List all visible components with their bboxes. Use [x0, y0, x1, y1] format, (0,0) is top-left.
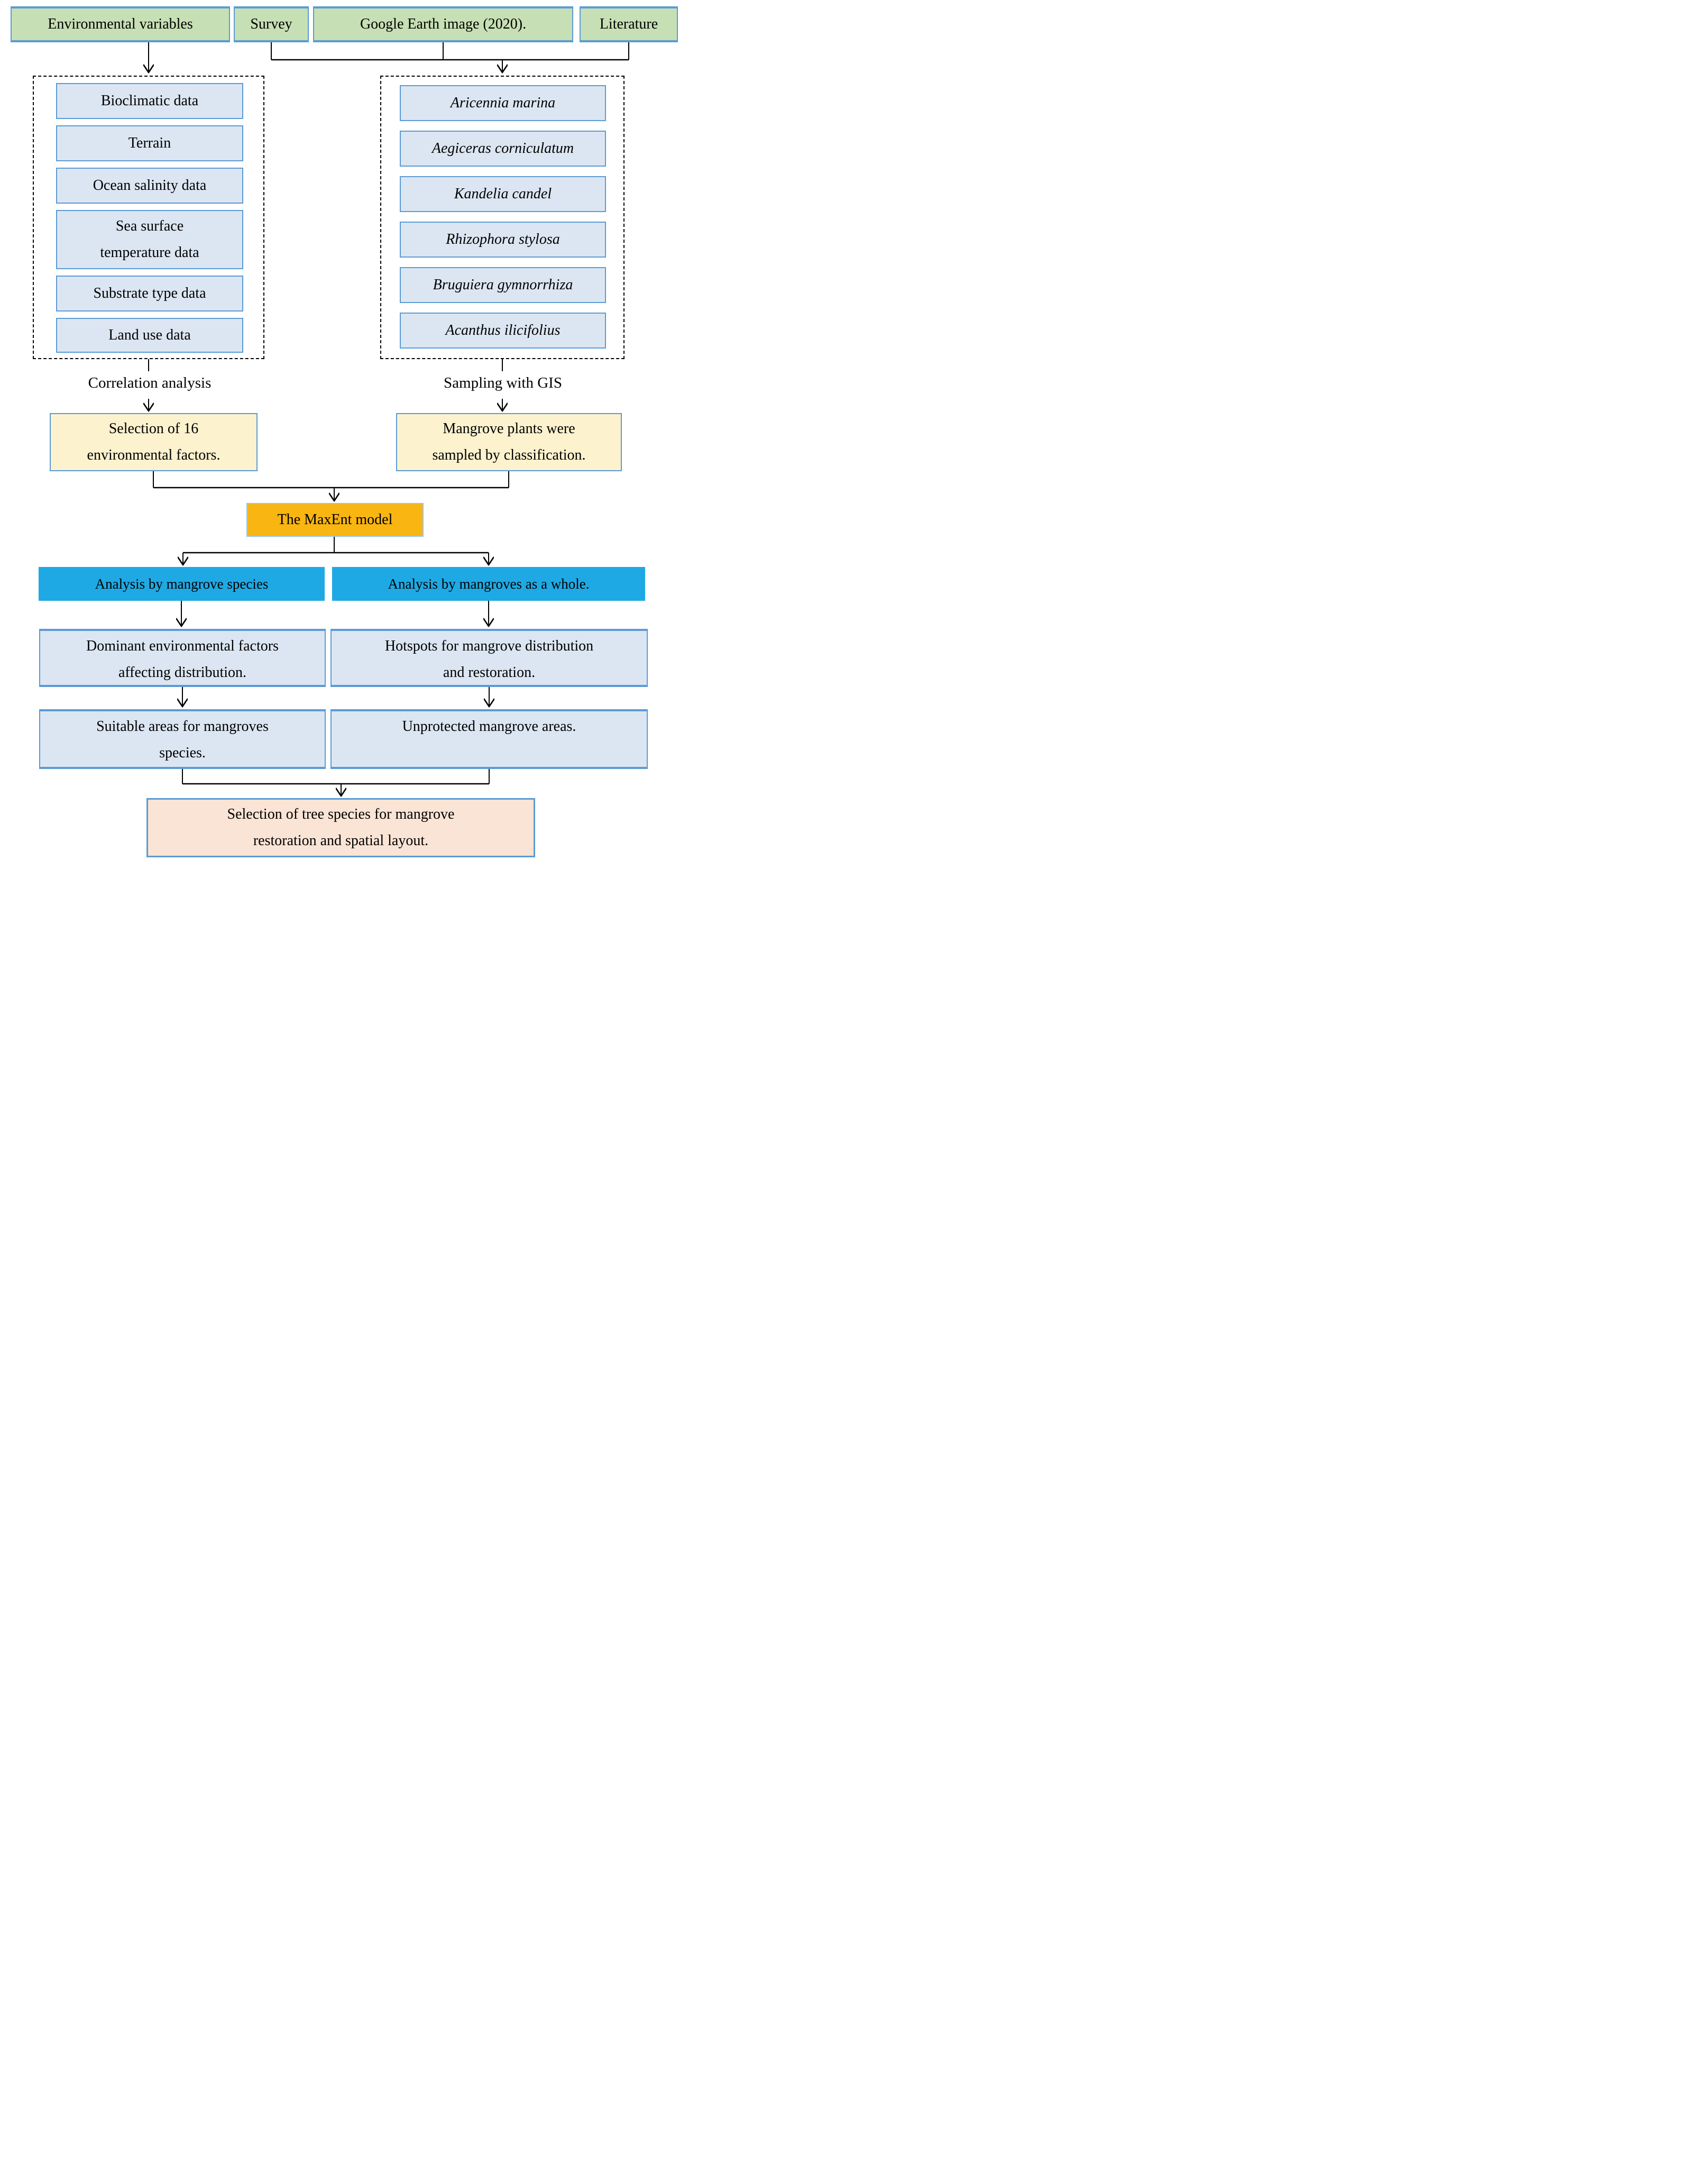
source-label-google-earth: Google Earth image (2020).: [360, 16, 527, 32]
selection-factors-box: Selection of 16 environmental factors.: [50, 413, 258, 471]
species-group: [380, 76, 625, 359]
branch-by-species-label: Analysis by mangrove species: [95, 575, 269, 592]
species-label-aegiceras-corniculatum: Aegiceras corniculatum: [431, 140, 574, 157]
outcome-suitable-areas-box: Suitable areas for mangroves species.: [39, 709, 326, 769]
env-item-substrate-type: Substrate type data: [56, 276, 243, 312]
species-item-aegiceras-corniculatum: Aegiceras corniculatum: [400, 131, 606, 167]
species-item-kandelia-candel: Kandelia candel: [400, 176, 606, 212]
correlation-analysis-label: Correlation analysis: [88, 374, 212, 391]
source-box-literature: Literature: [580, 6, 678, 42]
branch-by-species-box: Analysis by mangrove species: [39, 567, 325, 601]
outcome-unprotected-areas-box: Unprotected mangrove areas.: [330, 709, 648, 769]
outcome-dominant-factors-box: Dominant environmental factors affecting…: [39, 629, 326, 687]
final-selection-box: Selection of tree species for mangrove r…: [146, 798, 535, 857]
species-item-acanthus-ilicifolius: Acanthus ilicifolius: [400, 313, 606, 349]
branch-as-whole-box: Analysis by mangroves as a whole.: [332, 567, 645, 601]
branch-as-whole-label: Analysis by mangroves as a whole.: [388, 575, 590, 592]
environmental-data-group: [33, 76, 264, 359]
env-item-sea-surface-temperature: Sea surface temperature data: [56, 210, 243, 269]
species-label-acanthus-ilicifolius: Acanthus ilicifolius: [445, 322, 561, 338]
species-label-aricennia-marina: Aricennia marina: [450, 94, 556, 111]
sampled-classification-box: Mangrove plants were sampled by classifi…: [396, 413, 622, 471]
species-item-rhizophora-stylosa: Rhizophora stylosa: [400, 222, 606, 258]
maxent-model-label: The MaxEnt model: [277, 511, 393, 528]
species-label-kandelia-candel: Kandelia candel: [454, 185, 552, 202]
env-item-bioclimatic: Bioclimatic data: [56, 83, 243, 119]
source-box-survey: Survey: [234, 6, 309, 42]
flowchart-canvas: Environmental variables Survey Google Ea…: [0, 0, 683, 864]
env-item-terrain: Terrain: [56, 125, 243, 161]
species-item-aricennia-marina: Aricennia marina: [400, 85, 606, 121]
maxent-model-box: The MaxEnt model: [246, 503, 424, 537]
species-item-bruguiera-gymnorrhiza: Bruguiera gymnorrhiza: [400, 267, 606, 303]
source-box-google-earth: Google Earth image (2020).: [313, 6, 573, 42]
species-label-bruguiera-gymnorrhiza: Bruguiera gymnorrhiza: [433, 276, 573, 293]
outcome-hotspots-box: Hotspots for mangrove distribution and r…: [330, 629, 648, 687]
source-box-environmental-variables: Environmental variables: [11, 6, 230, 42]
source-label-environmental-variables: Environmental variables: [48, 16, 193, 32]
env-item-land-use: Land use data: [56, 318, 243, 353]
env-item-ocean-salinity: Ocean salinity data: [56, 168, 243, 204]
source-label-literature: Literature: [599, 16, 658, 32]
species-label-rhizophora-stylosa: Rhizophora stylosa: [446, 231, 560, 248]
sampling-with-gis-label: Sampling with GIS: [444, 374, 562, 391]
source-label-survey: Survey: [250, 16, 292, 32]
